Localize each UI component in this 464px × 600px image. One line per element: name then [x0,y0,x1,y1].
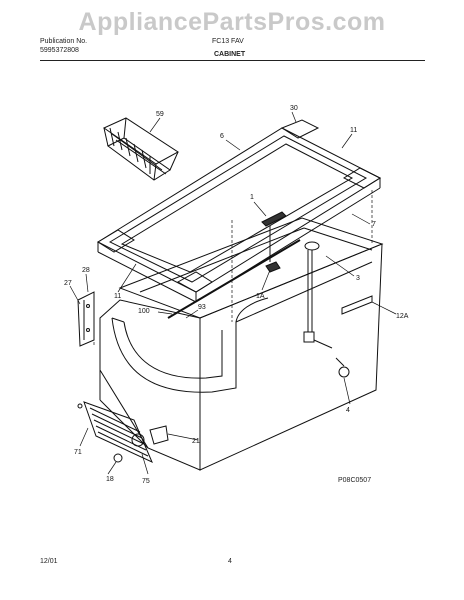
page-number: 4 [228,558,232,565]
part-label-21: 21 [192,438,200,445]
part-label-93: 93 [198,304,206,311]
revision-date: 12/01 [40,558,58,565]
part-label-4: 4 [346,407,350,414]
part-label-27: 27 [64,280,72,287]
rating-plate [341,295,373,315]
part-label-1: 1 [250,194,254,201]
drain-assembly [303,241,350,378]
lid-hinge [77,291,95,347]
part-label-3: 3 [356,275,360,282]
section-title: CABINET [214,51,246,58]
part-label-75: 75 [142,478,150,485]
part-label-6: 6 [220,133,224,140]
lid-frame [96,119,382,303]
part-label-11-top: 11 [350,127,357,134]
watermark: AppliancePartsPros.com [78,8,386,36]
part-label-71: 71 [74,449,82,456]
part-label-11-left: 11 [114,293,121,300]
part-label-7: 7 [372,221,376,228]
control-switch [167,211,301,319]
part-label-12A: 12A [396,313,409,320]
wire-basket [102,117,179,181]
part-label-18: 18 [106,476,114,483]
part-label-100: 100 [138,308,150,315]
part-label-28: 28 [82,267,90,274]
model-number: FC13 FAV [212,38,244,45]
part-label-30: 30 [290,105,298,112]
publication-number: 5995372808 [40,47,79,54]
drawing-code: P08C0507 [338,477,372,484]
part-label-59: 59 [156,111,164,118]
toe-grille [77,401,169,464]
publication-label: Publication No. [40,38,88,45]
header-rule [40,60,425,61]
leader-lines [69,111,397,475]
part-label-1A: 1A [256,293,265,300]
cabinet-body [99,217,384,471]
